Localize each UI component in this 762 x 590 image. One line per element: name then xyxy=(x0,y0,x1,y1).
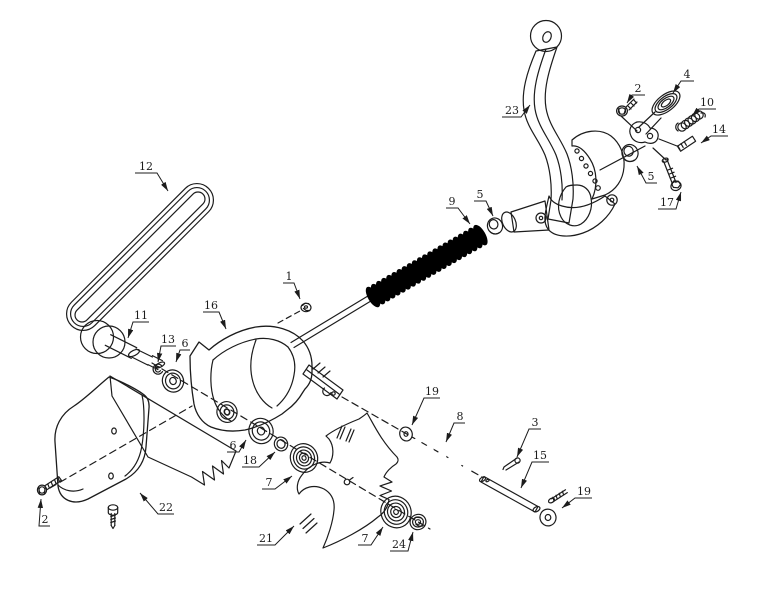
bushing-5-right xyxy=(621,143,639,163)
callout-number: 1 xyxy=(286,270,293,283)
washer-19-upper xyxy=(399,426,413,442)
spacer-18 xyxy=(273,436,289,452)
nut-1 xyxy=(277,302,312,324)
callout-number: 19 xyxy=(425,385,439,398)
callout-number: 7 xyxy=(266,476,273,489)
drive-belt xyxy=(65,182,215,332)
callout-number: 12 xyxy=(139,160,153,173)
callout-number: 18 xyxy=(243,454,257,467)
callout-1: 1 xyxy=(283,270,301,300)
callout-15: 15 xyxy=(520,449,549,489)
gear-housing xyxy=(189,325,344,432)
callout-number: 24 xyxy=(392,538,406,551)
bushing-5-left xyxy=(486,217,504,235)
callout-number: 2 xyxy=(635,82,642,95)
callout-11: 11 xyxy=(127,309,149,339)
pulley-7-upper xyxy=(289,443,319,473)
handle-frame xyxy=(501,19,625,237)
callout-14: 14 xyxy=(700,123,728,144)
callout-2-shield-screw: 2 xyxy=(37,498,50,527)
shield-screw-2 xyxy=(36,476,62,496)
callout-number: 21 xyxy=(259,532,273,545)
callout-19-upper: 19 xyxy=(411,385,440,426)
frame-tube xyxy=(501,200,550,233)
callout-number: 16 xyxy=(204,299,218,312)
callout-21: 21 xyxy=(257,525,295,546)
callout-18: 18 xyxy=(242,451,276,468)
callout-23: 23 xyxy=(502,104,531,118)
callout-19-lower: 19 xyxy=(561,485,592,509)
cotter-pin-3 xyxy=(502,457,521,471)
callout-number: 14 xyxy=(712,123,726,136)
star-blade xyxy=(296,412,399,549)
clutch-lever-assembly xyxy=(599,90,706,192)
callout-5-left: 5 xyxy=(474,188,494,217)
callout-number: 7 xyxy=(362,532,369,545)
extension-spring-10 xyxy=(675,110,706,132)
callout-number: 10 xyxy=(700,96,714,109)
housing-bearing-boss xyxy=(216,400,238,424)
callout-6-lower: 6 xyxy=(227,439,247,453)
clutch-lever-4 xyxy=(629,90,681,144)
shield-bolt xyxy=(107,504,119,530)
lock-nut-24 xyxy=(409,513,427,531)
callout-number: 23 xyxy=(505,104,519,117)
callout-number: 8 xyxy=(457,410,464,423)
callout-labels: 12 23 2 4 10 14 17 5 xyxy=(37,68,728,552)
callout-number: 5 xyxy=(648,170,655,183)
callout-4: 4 xyxy=(672,68,694,94)
retaining-ring-13 xyxy=(152,363,164,375)
callout-number: 17 xyxy=(660,196,674,209)
callout-number: 6 xyxy=(230,439,237,452)
callout-5-right: 5 xyxy=(636,165,657,184)
spring-rod xyxy=(290,289,381,349)
pulley-shaft-11 xyxy=(79,319,166,371)
callout-number: 9 xyxy=(449,195,456,208)
shield-22 xyxy=(54,375,237,503)
callout-number: 13 xyxy=(161,333,175,346)
rod-15 xyxy=(478,475,541,513)
rod-screw xyxy=(547,489,568,504)
shield-screw-centerline xyxy=(49,405,193,489)
callout-9: 9 xyxy=(446,195,471,225)
pulley-7-lower xyxy=(380,495,412,529)
callout-number: 4 xyxy=(684,68,691,81)
pin-14 xyxy=(676,135,697,152)
callout-7-lower: 7 xyxy=(358,526,384,546)
frame-top-hole xyxy=(542,31,552,43)
callout-6-upper: 6 xyxy=(175,337,190,363)
callout-number: 11 xyxy=(134,309,148,322)
adjustment-holes xyxy=(574,148,601,191)
callout-3: 3 xyxy=(516,416,541,458)
callout-12: 12 xyxy=(135,160,169,192)
callout-24: 24 xyxy=(390,531,414,552)
callout-number: 22 xyxy=(159,501,173,514)
callout-7-upper: 7 xyxy=(262,475,293,490)
callout-13: 13 xyxy=(157,333,176,363)
callout-10: 10 xyxy=(691,96,716,117)
callout-number: 19 xyxy=(577,485,591,498)
bearing-6-lower xyxy=(248,417,274,445)
callout-number: 5 xyxy=(477,188,484,201)
chain-flail-8 xyxy=(412,438,472,513)
callout-16: 16 xyxy=(203,299,227,330)
clevis-bolt-17 xyxy=(661,157,682,192)
callout-number: 2 xyxy=(42,513,49,526)
hex-bolt-2 xyxy=(615,98,638,117)
bearing-6-upper xyxy=(161,369,185,393)
callout-22: 22 xyxy=(139,492,174,515)
callout-2: 2 xyxy=(626,82,645,104)
callout-17: 17 xyxy=(658,191,682,210)
washer-19-lower xyxy=(539,508,557,527)
callout-number: 6 xyxy=(182,337,189,350)
compression-spring-9 xyxy=(362,222,491,310)
callout-number: 15 xyxy=(533,449,547,462)
callout-number: 3 xyxy=(532,416,539,429)
callout-8-chain: 8 xyxy=(445,410,465,443)
